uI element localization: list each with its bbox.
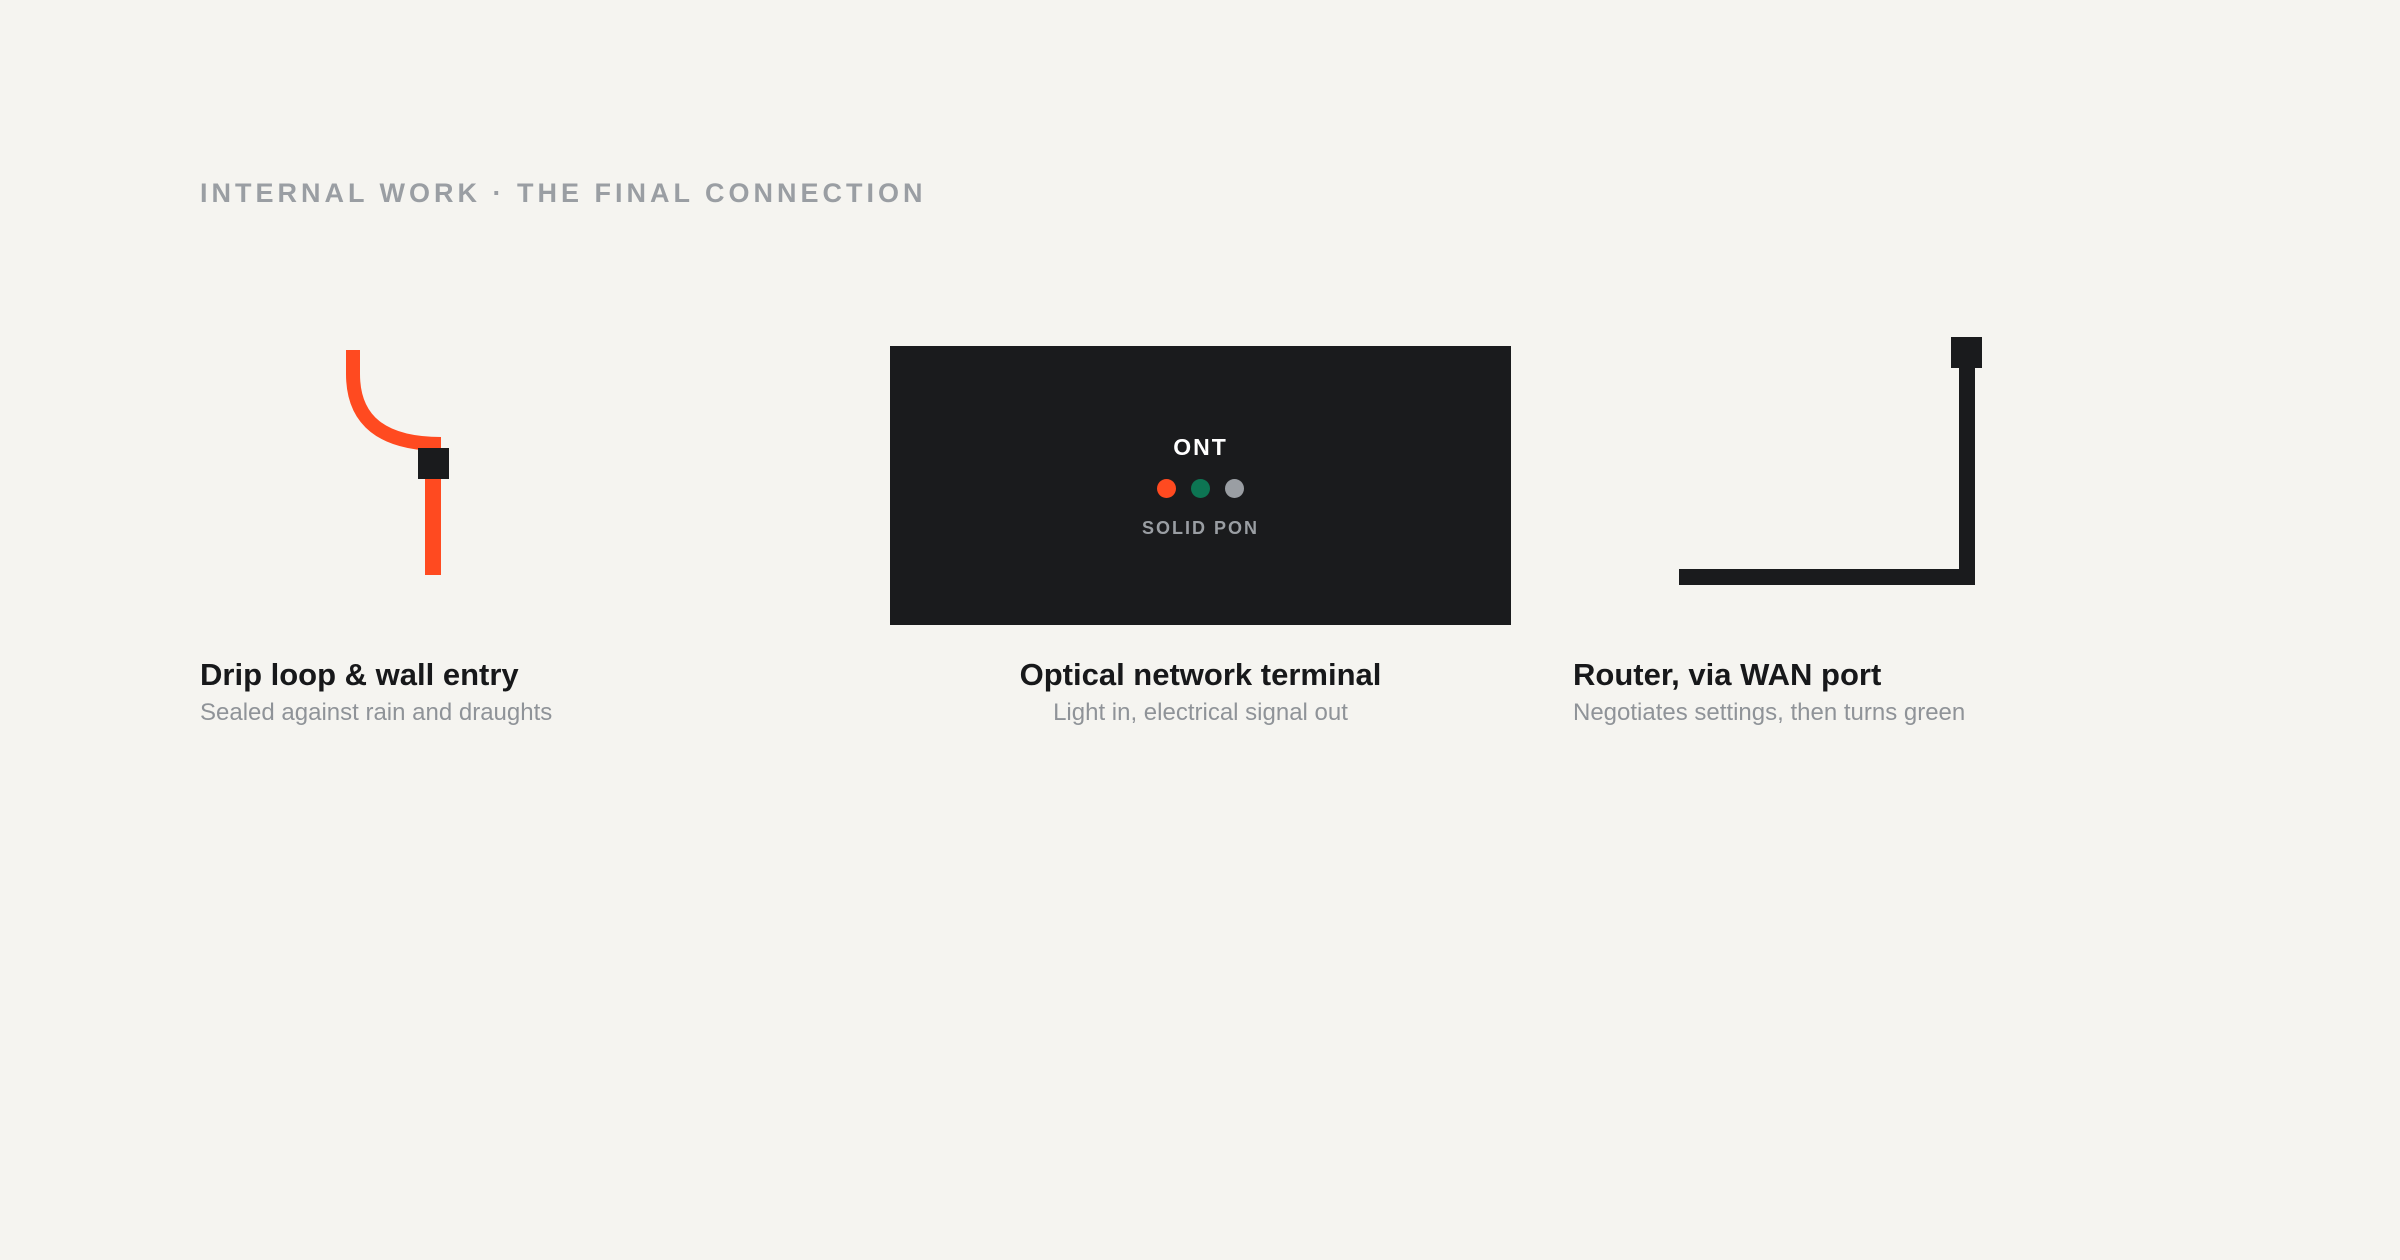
step-title: Optical network terminal bbox=[1019, 657, 1382, 692]
router-cable-icon bbox=[1679, 337, 1982, 585]
status-led-grey bbox=[1225, 479, 1244, 498]
step-title: Drip loop & wall entry bbox=[200, 657, 519, 692]
status-led-green bbox=[1191, 479, 1210, 498]
ont-device: ONT SOLID PON bbox=[890, 346, 1511, 625]
step-title: Router, via WAN port bbox=[1573, 657, 1882, 692]
wall-entry-box bbox=[418, 448, 449, 479]
step-caption-router: Router, via WAN port Negotiates settings… bbox=[1573, 655, 1965, 729]
section-eyebrow: INTERNAL WORK · THE FINAL CONNECTION bbox=[200, 178, 927, 208]
drip-loop-icon bbox=[346, 350, 449, 575]
step-subtitle: Negotiates settings, then turns green bbox=[1573, 699, 1966, 726]
step-subtitle: Light in, electrical signal out bbox=[1053, 699, 1348, 726]
step-caption-drip-loop: Drip loop & wall entry Sealed against ra… bbox=[200, 655, 552, 729]
wan-port-plug bbox=[1951, 337, 1982, 368]
ont-led-row bbox=[890, 479, 1511, 498]
ont-status-text: SOLID PON bbox=[1141, 518, 1259, 538]
status-led-red bbox=[1157, 479, 1176, 498]
step-caption-ont: Optical network terminal Light in, elect… bbox=[890, 655, 1511, 729]
ethernet-cable bbox=[1679, 358, 1975, 585]
ont-label: ONT bbox=[1173, 434, 1228, 460]
step-subtitle: Sealed against rain and draughts bbox=[200, 699, 553, 726]
fiber-cable-curve bbox=[346, 350, 442, 451]
fiber-cable-drop bbox=[425, 460, 441, 575]
